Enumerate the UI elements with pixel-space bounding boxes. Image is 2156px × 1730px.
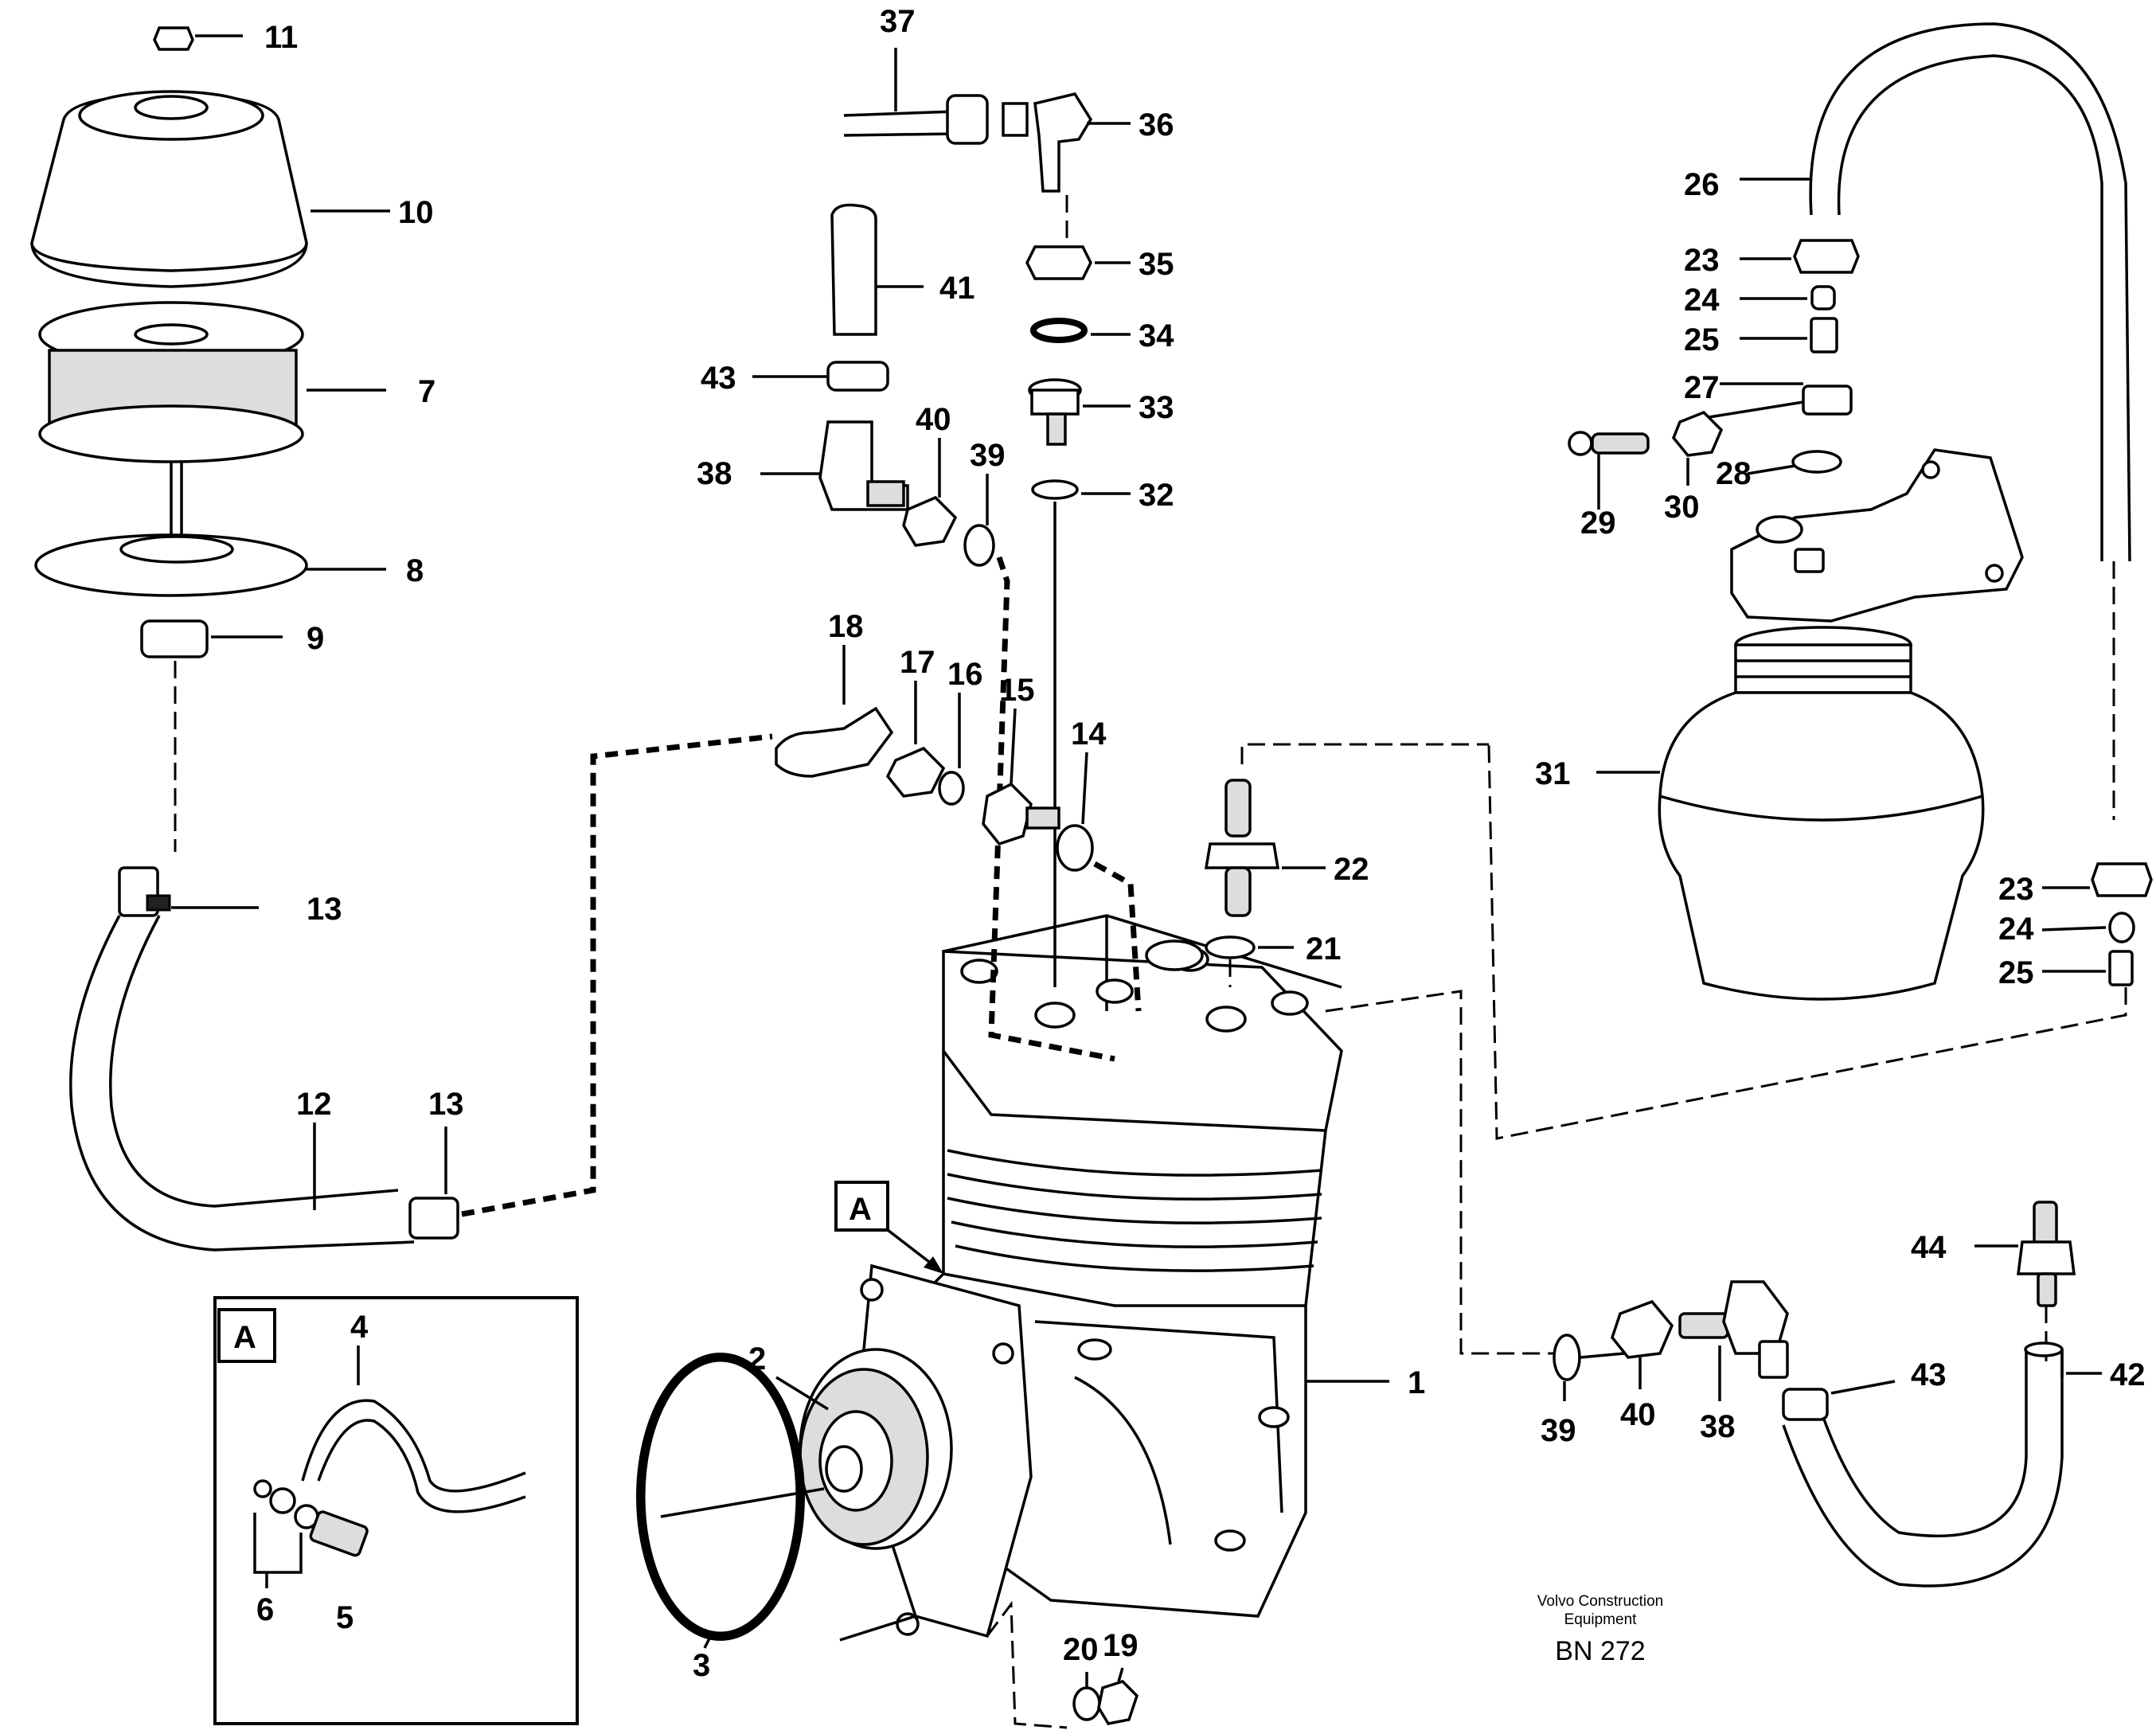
callout-39-lower: 39 <box>1541 1413 1576 1448</box>
callout-20: 20 <box>1063 1632 1099 1667</box>
oil-separator-bottle <box>1487 22 2153 1140</box>
callout-24-lower: 24 <box>1998 912 2034 947</box>
detail-a-inset <box>213 1296 579 1725</box>
air-compressor <box>636 914 1389 1649</box>
callout-43-top: 43 <box>701 361 736 396</box>
callout-3: 3 <box>693 1648 710 1683</box>
callout-1: 1 <box>1408 1365 1425 1400</box>
callout-30: 30 <box>1664 490 1700 525</box>
bottom-nut-washer <box>986 1600 1139 1729</box>
callout-2: 2 <box>748 1341 766 1377</box>
air-filter-assembly <box>30 26 773 1252</box>
callout-23-top: 23 <box>1684 243 1720 278</box>
callout-14: 14 <box>1071 717 1107 752</box>
callout-40-lower: 40 <box>1620 1397 1656 1432</box>
callout-19: 19 <box>1103 1628 1139 1663</box>
callout-16: 16 <box>947 657 983 692</box>
callout-13-upper: 13 <box>307 892 342 927</box>
callout-24-top: 24 <box>1684 283 1720 318</box>
callout-6: 6 <box>256 1592 274 1627</box>
footer-drawing-code: BN 272 <box>1555 1636 1645 1666</box>
callout-26: 26 <box>1684 167 1720 202</box>
callout-23-lower: 23 <box>1998 872 2034 907</box>
callout-28: 28 <box>1716 456 1752 491</box>
callout-4: 4 <box>350 1310 369 1345</box>
fitting-22-21 <box>1204 743 1489 987</box>
callout-39-top: 39 <box>970 438 1006 473</box>
callout-9: 9 <box>307 621 324 656</box>
callout-33: 33 <box>1139 390 1174 425</box>
footer-company-line1: Volvo Construction <box>1537 1593 1663 1610</box>
callout-25-top: 25 <box>1684 322 1720 357</box>
callout-21: 21 <box>1306 931 1342 967</box>
callout-17: 17 <box>900 645 935 680</box>
callout-43-lower: 43 <box>1911 1357 1947 1392</box>
callout-15: 15 <box>999 673 1035 708</box>
callout-7: 7 <box>418 374 435 409</box>
callout-10: 10 <box>398 195 434 230</box>
footer-company-line2: Equipment <box>1564 1611 1638 1628</box>
callout-31: 31 <box>1535 756 1571 791</box>
callout-8: 8 <box>406 553 424 588</box>
callout-12: 12 <box>296 1087 332 1122</box>
callout-27: 27 <box>1684 370 1720 405</box>
callout-44: 44 <box>1911 1230 1947 1265</box>
callout-38-lower: 38 <box>1700 1409 1736 1444</box>
detail-marker-a: A <box>849 1192 872 1227</box>
callout-37: 37 <box>880 4 916 39</box>
callout-29: 29 <box>1580 506 1616 541</box>
top-fittings <box>752 48 1142 1062</box>
callout-11: 11 <box>264 20 298 55</box>
callout-13-lower: 13 <box>428 1087 464 1122</box>
callout-22: 22 <box>1334 852 1369 887</box>
callout-41: 41 <box>939 271 975 306</box>
callout-32: 32 <box>1139 478 1174 513</box>
callout-25-lower: 25 <box>1998 955 2034 990</box>
lower-right-fittings <box>1325 990 2102 1587</box>
callout-34: 34 <box>1139 318 1174 353</box>
callout-38-top: 38 <box>697 456 732 491</box>
callout-40-top: 40 <box>916 402 951 437</box>
callout-36: 36 <box>1139 107 1174 143</box>
callout-5: 5 <box>336 1600 353 1635</box>
callout-18: 18 <box>828 609 864 644</box>
inset-marker-a: A <box>233 1320 256 1355</box>
callout-42: 42 <box>2110 1357 2146 1392</box>
callout-35: 35 <box>1139 247 1174 282</box>
